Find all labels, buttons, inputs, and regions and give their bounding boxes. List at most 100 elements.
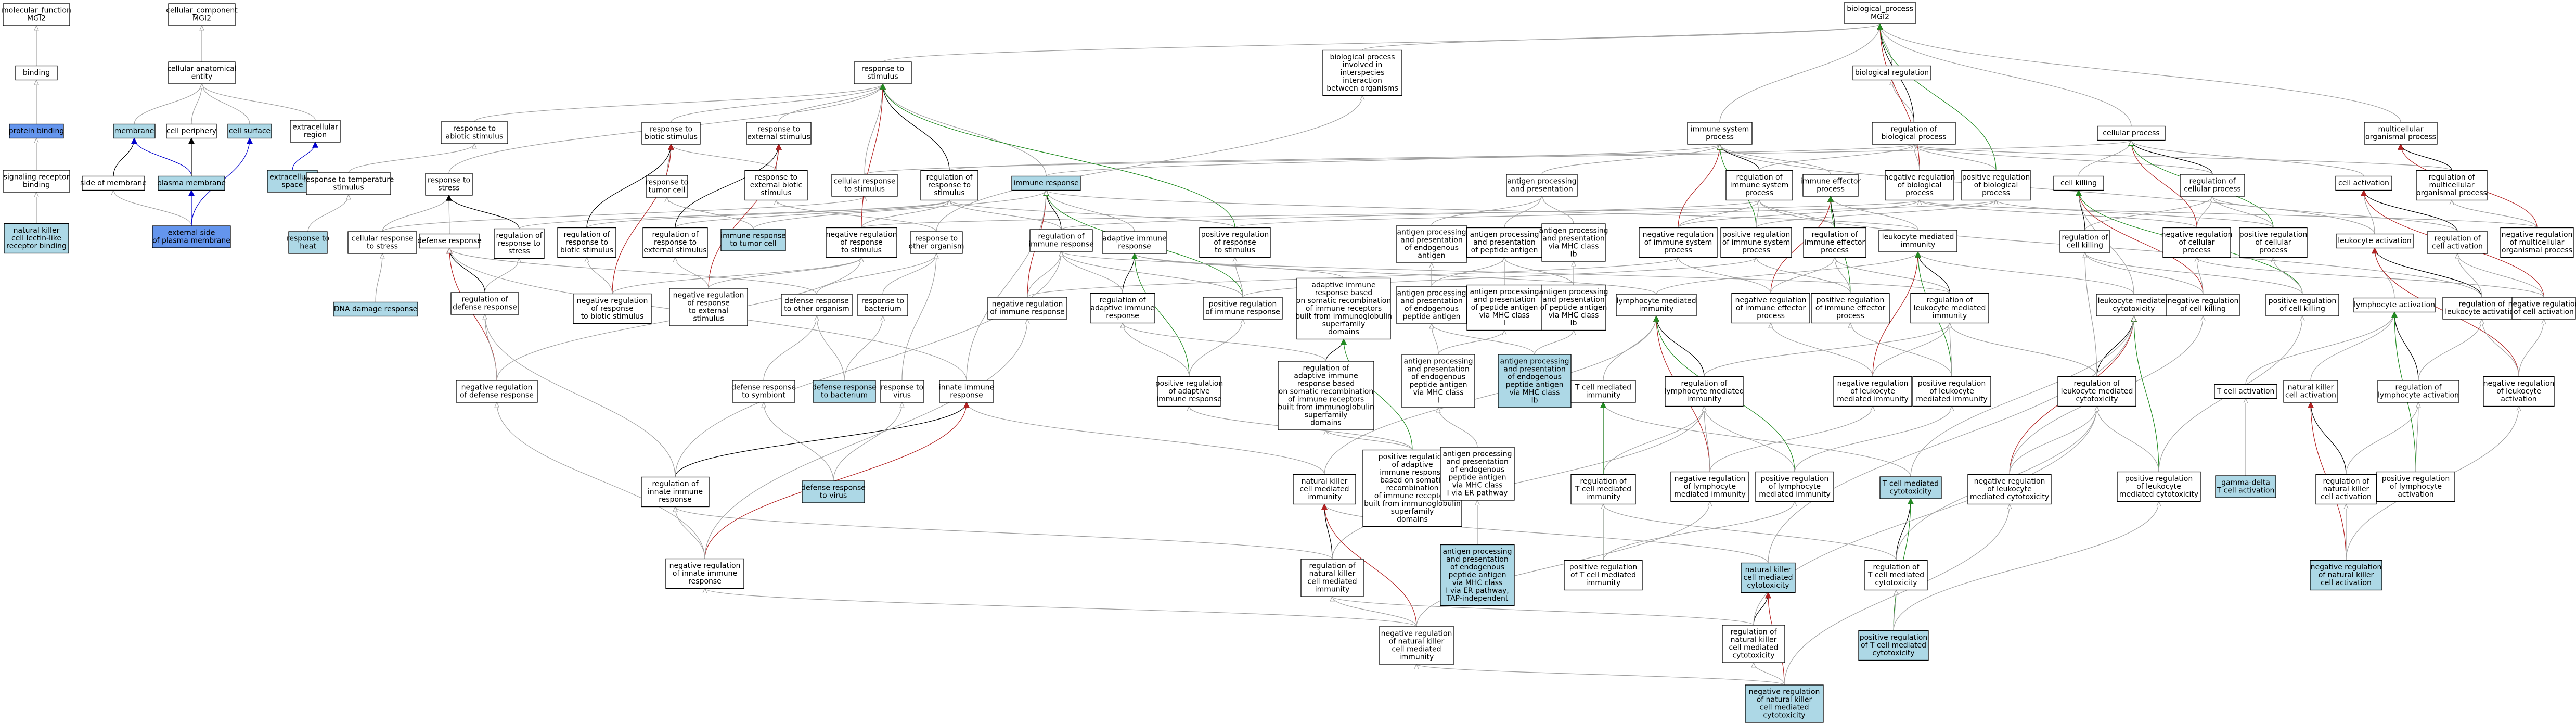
term-node-leuk-act[interactable]: leukocyte activation <box>2336 233 2414 249</box>
term-node-dna-damage[interactable]: DNA damage response <box>333 301 418 317</box>
term-node-tcell-act[interactable]: T cell activation <box>2214 384 2277 399</box>
term-node-membrane[interactable]: membrane <box>113 123 156 139</box>
term-node-cell-killing[interactable]: cell killing <box>2053 175 2104 191</box>
term-node-cellsurface[interactable]: cell surface <box>227 123 272 139</box>
term-node-sidemem[interactable]: side of membrane <box>80 175 147 191</box>
term-node-cellproc[interactable]: cellular process <box>2097 125 2166 141</box>
term-node-cellperiph[interactable]: cell periphery <box>166 123 217 139</box>
term-node-protbind[interactable]: protein binding <box>9 123 64 139</box>
term-node-defense[interactable]: defense response <box>417 233 482 249</box>
term-node-plasmamem[interactable]: plasma membrane <box>157 175 226 191</box>
term-node-bioreg[interactable]: biological regulation <box>1852 65 1931 81</box>
term-node-immresp[interactable]: immune response <box>1011 175 1081 191</box>
